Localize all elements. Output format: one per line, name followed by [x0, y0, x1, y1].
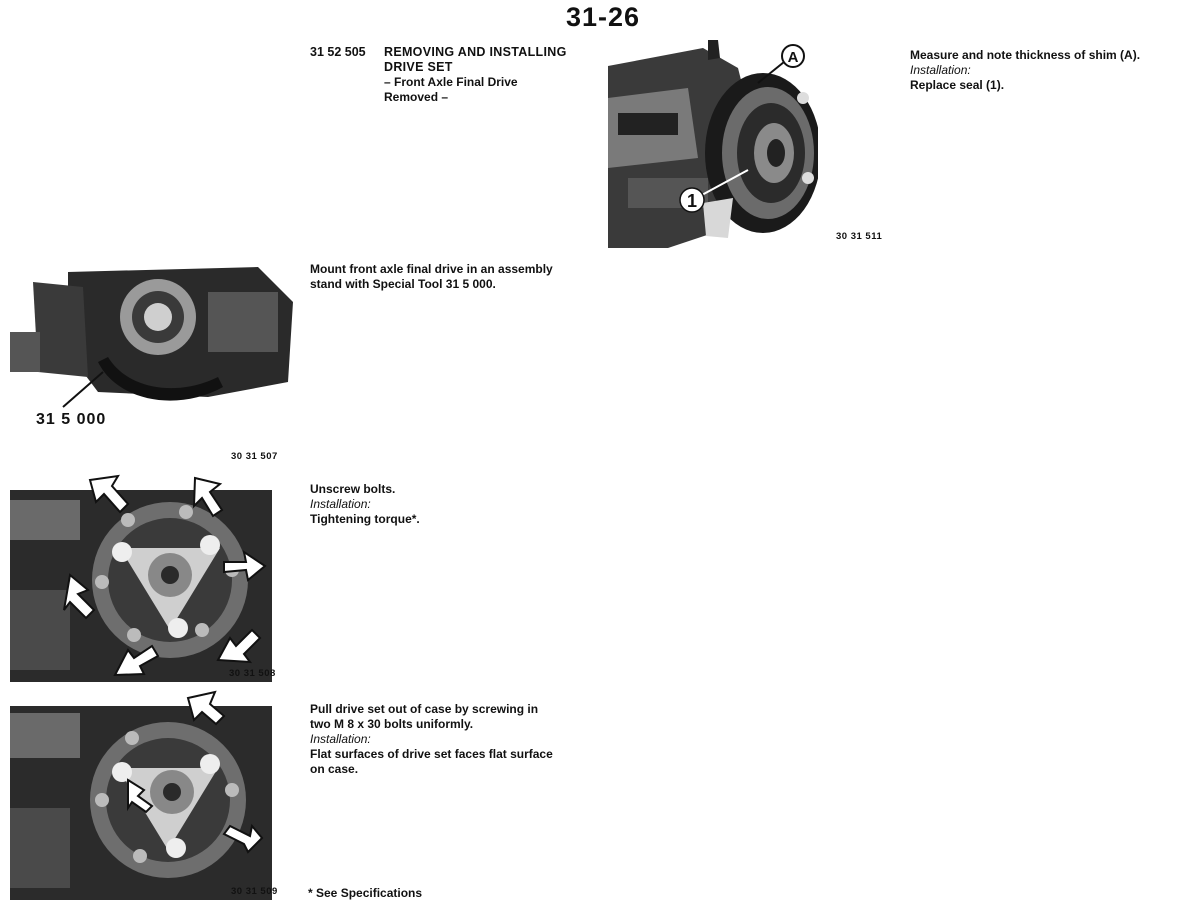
tool-label: 31 5 000 — [36, 411, 106, 428]
step-text-mount: Mount front axle final drive in an assem… — [310, 262, 553, 291]
photo-unscrew-bolts — [10, 470, 272, 682]
callout-1: 1 — [687, 191, 697, 211]
procedure-subtitle: – Front Axle Final Drive Removed – — [384, 75, 518, 104]
figure-number: 30 31 511 — [836, 231, 883, 242]
photo-pull-drive-set — [10, 688, 272, 900]
page-number: 31-26 — [566, 2, 641, 32]
figure-number: 30 31 509 — [231, 886, 278, 897]
procedure-code: 31 52 505 — [310, 45, 366, 59]
figure-number: 30 31 508 — [229, 668, 276, 679]
footnote: * See Specifications — [308, 886, 423, 900]
step-text-unscrew: Unscrew bolts. Installation: Tightening … — [310, 482, 420, 526]
callout-a: A — [788, 49, 799, 66]
photo-assembly-stand: 31 5 000 — [8, 262, 298, 452]
procedure-title: REMOVING AND INSTALLING DRIVE SET — [384, 45, 567, 74]
step-text-pull: Pull drive set out of case by screwing i… — [310, 702, 553, 776]
photo-drive-set-shim: A 1 — [608, 38, 818, 248]
step-text-shim: Measure and note thickness of shim (A). … — [910, 48, 1141, 92]
figure-number: 30 31 507 — [231, 451, 278, 462]
